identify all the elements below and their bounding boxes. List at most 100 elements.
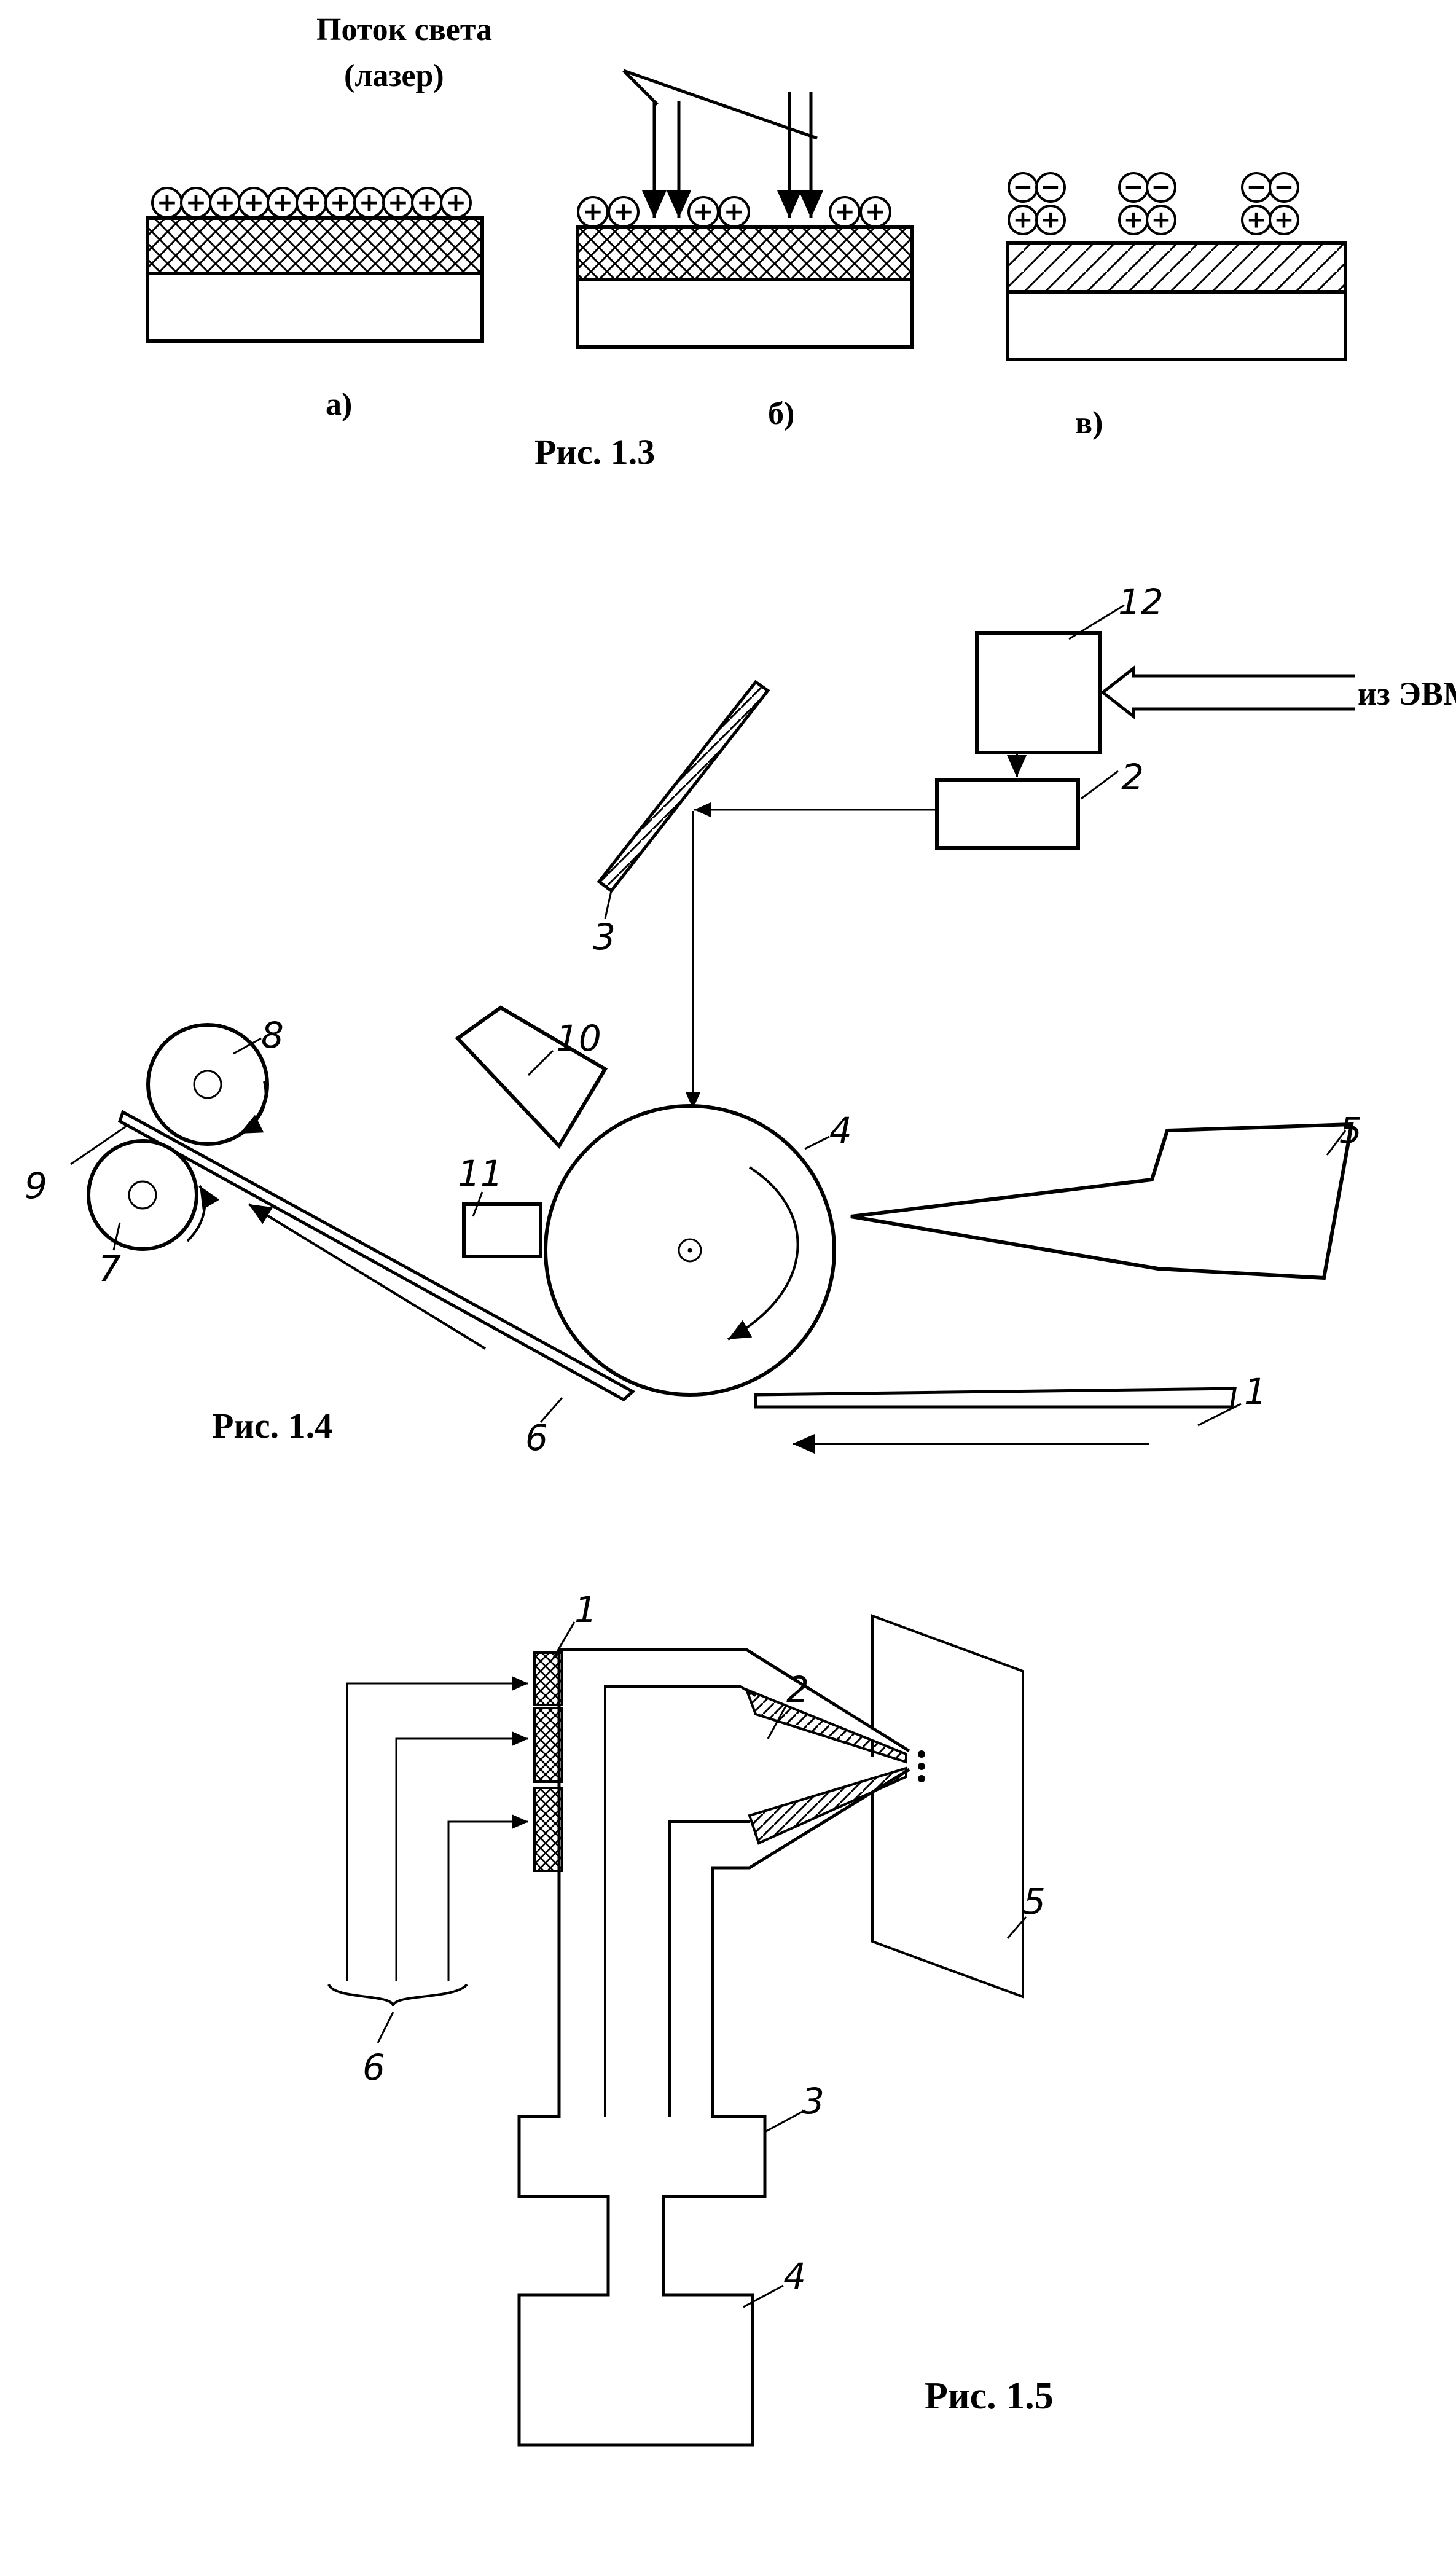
photoconductor-layer bbox=[1006, 241, 1347, 294]
label-10: 10 bbox=[556, 1017, 601, 1059]
svg-text:+: + bbox=[613, 197, 634, 226]
control-lines bbox=[346, 1676, 528, 1981]
svg-text:−: − bbox=[1041, 174, 1061, 202]
figure-1-5 bbox=[327, 1614, 1027, 2447]
svg-text:+: + bbox=[243, 187, 264, 217]
piezo-element-middle bbox=[533, 1707, 563, 1783]
negative-charge-icon bbox=[1035, 172, 1066, 203]
svg-text:−: − bbox=[1124, 174, 1144, 202]
label-4: 4 bbox=[783, 2255, 806, 2297]
figure-1-4-numbers: 1 2 3 4 5 6 7 8 9 10 11 12 Рис. 1.4 bbox=[25, 581, 1362, 1459]
svg-text:+: + bbox=[388, 187, 409, 217]
label-12: 12 bbox=[1118, 581, 1164, 623]
svg-text:+: + bbox=[1151, 206, 1172, 234]
svg-text:+: + bbox=[417, 187, 437, 217]
photoconductor-layer bbox=[576, 225, 914, 281]
pressure-roller-7 bbox=[87, 1139, 198, 1251]
paper-sheet-5 bbox=[871, 1614, 1024, 1999]
toner-charge-pairs: −−++−−++−−++ bbox=[1008, 172, 1299, 235]
label-6: 6 bbox=[362, 2047, 385, 2088]
label-8: 8 bbox=[261, 1014, 284, 1056]
svg-text:+: + bbox=[1247, 206, 1267, 234]
panel-c-label: в) bbox=[1075, 405, 1103, 441]
control-bus-brace bbox=[327, 1983, 468, 2007]
positive-charge-icon bbox=[1146, 205, 1176, 235]
label-2: 2 bbox=[786, 1669, 809, 1710]
svg-text:−: − bbox=[1247, 174, 1267, 202]
computer-input-arrow bbox=[1100, 665, 1355, 720]
svg-text:+: + bbox=[1013, 206, 1033, 234]
svg-text:+: + bbox=[330, 187, 351, 217]
svg-text:+: + bbox=[186, 187, 206, 217]
positive-charges: + + + + + + + + + + + bbox=[151, 187, 472, 219]
cleaner-box-11 bbox=[462, 1202, 542, 1258]
lower-nozzle-plate bbox=[748, 1766, 907, 1845]
paper-guide-6 bbox=[117, 1110, 636, 1402]
controller-box-12 bbox=[975, 631, 1102, 754]
svg-text:+: + bbox=[834, 197, 855, 226]
svg-text:+: + bbox=[865, 197, 886, 226]
positive-charge-icon bbox=[1269, 205, 1299, 235]
piezo-element-top bbox=[533, 1651, 563, 1706]
figure-1-5-caption: Рис. 1.5 bbox=[925, 2375, 1054, 2417]
substrate bbox=[1006, 290, 1347, 361]
positive-charge-icon bbox=[859, 196, 891, 228]
paper-sheet-1 bbox=[754, 1387, 1237, 1409]
drum-rotation-arrow bbox=[727, 1166, 799, 1341]
svg-text:+: + bbox=[359, 187, 380, 217]
label-2: 2 bbox=[1121, 756, 1144, 798]
toner-unit-5 bbox=[850, 1122, 1354, 1280]
label-6: 6 bbox=[525, 1417, 548, 1459]
substrate bbox=[576, 278, 914, 349]
label-11: 11 bbox=[458, 1153, 503, 1194]
figure-1-4: из ЭВМ bbox=[70, 604, 1456, 1454]
negative-charge-icon bbox=[1269, 172, 1299, 203]
svg-text:+: + bbox=[272, 187, 293, 217]
panel-a-label: а) bbox=[326, 387, 352, 422]
photoconductor-layer bbox=[146, 216, 484, 275]
svg-text:+: + bbox=[445, 187, 466, 217]
svg-text:+: + bbox=[157, 187, 178, 217]
figure-1-5-numbers: 1 2 3 4 5 6 Рис. 1.5 bbox=[362, 1589, 1054, 2417]
figure-1-4-caption: Рис. 1.4 bbox=[212, 1406, 332, 1446]
label-4: 4 bbox=[829, 1110, 852, 1151]
light-arrows bbox=[622, 69, 823, 218]
svg-text:+: + bbox=[693, 197, 714, 226]
svg-text:+: + bbox=[1124, 206, 1144, 234]
label-1: 1 bbox=[1244, 1371, 1267, 1412]
panel-b-label: б) bbox=[768, 396, 794, 431]
laser-label: (лазер) bbox=[344, 58, 444, 93]
svg-text:+: + bbox=[214, 187, 235, 217]
laser-box-2 bbox=[935, 778, 1080, 850]
label-5: 5 bbox=[1023, 1881, 1046, 1922]
light-flux-label: Поток света bbox=[316, 12, 492, 47]
negative-charge-icon bbox=[1146, 172, 1176, 203]
substrate bbox=[146, 272, 484, 343]
panel-b: + + + + + + б) bbox=[576, 69, 914, 431]
svg-text:+: + bbox=[1274, 206, 1294, 234]
panel-a: + + + + + + + + + + + а) bbox=[146, 187, 484, 422]
print-head-body bbox=[517, 1648, 910, 2447]
positive-charge-icon bbox=[608, 196, 640, 228]
label-9: 9 bbox=[25, 1165, 47, 1207]
positive-charges: + + + + + + bbox=[577, 196, 891, 228]
positive-charge-icon bbox=[440, 187, 472, 219]
label-3: 3 bbox=[593, 916, 616, 958]
computer-input-label: из ЭВМ bbox=[1358, 675, 1456, 712]
svg-text:+: + bbox=[582, 197, 603, 226]
mirror-3 bbox=[597, 680, 770, 893]
svg-text:+: + bbox=[1041, 206, 1061, 234]
svg-text:+: + bbox=[724, 197, 745, 226]
label-5: 5 bbox=[1339, 1110, 1362, 1151]
svg-text:+: + bbox=[301, 187, 322, 217]
figure-1-3-caption: Рис. 1.3 bbox=[534, 432, 655, 472]
upper-nozzle-plate bbox=[744, 1687, 907, 1764]
label-3: 3 bbox=[802, 2080, 824, 2122]
figure-1-3: Поток света (лазер) +++++++++++ а) +++++… bbox=[146, 12, 1347, 472]
label-7: 7 bbox=[98, 1248, 121, 1290]
positive-charge-icon bbox=[1035, 205, 1066, 235]
charger-box-10 bbox=[455, 1005, 608, 1149]
piezo-element-bottom bbox=[533, 1787, 563, 1872]
svg-text:−: − bbox=[1013, 174, 1033, 202]
